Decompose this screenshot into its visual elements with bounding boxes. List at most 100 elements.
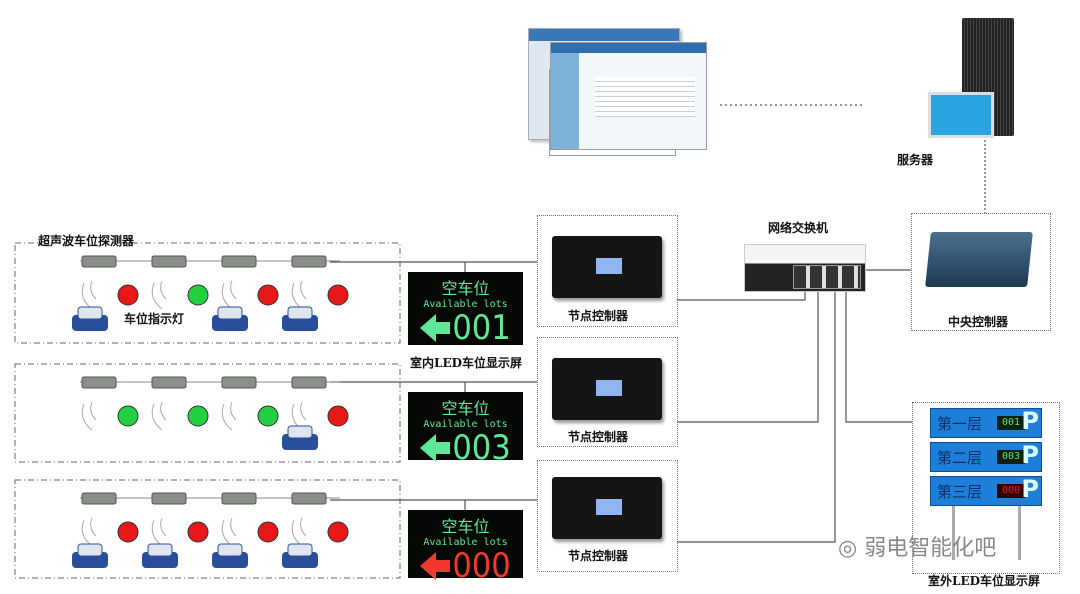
ultrasonic-detector-icon: [81, 376, 117, 389]
display-count: 001: [452, 308, 511, 348]
monitor-icon: [928, 92, 994, 138]
central-controller-label: 中央控制器: [948, 315, 1009, 329]
display-title: 空车位: [441, 517, 490, 536]
wechat-icon: ◎: [838, 536, 865, 561]
ultrasonic-wave-icon: [291, 517, 307, 547]
display-subtitle: Available lots: [423, 299, 508, 310]
indicator-light-red: [327, 284, 349, 306]
node-controller-label: 节点控制器: [568, 549, 629, 563]
outdoor-led-label: 室外LED车位显示屏: [928, 574, 1040, 588]
car-window: [217, 306, 243, 320]
car-window: [287, 306, 313, 320]
ultrasonic-detector-icon: [151, 492, 187, 505]
ultrasonic-wave-icon: [81, 517, 97, 547]
server-label: 服务器: [897, 153, 934, 167]
central-controller-box: [911, 213, 1051, 331]
ultrasonic-detector-icon: [221, 255, 257, 268]
indicator-light-red: [187, 521, 209, 543]
ultrasonic-detector-icon: [291, 255, 327, 268]
car-window: [77, 543, 103, 557]
parking-sign: P: [1021, 441, 1039, 469]
car-window: [77, 306, 103, 320]
software-window: [550, 42, 707, 150]
node-controller-label: 节点控制器: [568, 309, 629, 323]
outdoor-led-box: [912, 402, 1060, 574]
floor-label: 第二层: [937, 449, 983, 467]
indicator-light-green: [117, 405, 139, 427]
sign-post: [1018, 500, 1021, 560]
ultrasonic-wave-icon: [221, 401, 237, 431]
node-controller-label: 节点控制器: [568, 430, 629, 444]
arrow-left-icon: [420, 314, 437, 342]
indoor-led-display-2: 空车位 Available lots 003: [408, 392, 523, 466]
parking-sign: P: [1021, 407, 1039, 435]
parking-row-outline: [14, 242, 401, 344]
indicator-light-red: [327, 521, 349, 543]
node-controller-icon: [552, 358, 662, 420]
indoor-led-display-1: 空车位 Available lots 001: [408, 272, 523, 348]
display-count: 000: [452, 546, 511, 586]
parking-sign: P: [1021, 475, 1039, 503]
ultrasonic-detector-label: 超声波车位探测器: [38, 232, 135, 249]
arrow-left-icon: [420, 552, 437, 580]
indicator-light-red: [257, 284, 279, 306]
watermark-text: 弱电智能化吧: [864, 536, 997, 561]
ultrasonic-wave-icon: [81, 401, 97, 431]
indicator-light-red: [257, 521, 279, 543]
parking-row-outline: [14, 479, 401, 579]
display-subtitle: Available lots: [423, 537, 508, 548]
ultrasonic-wave-icon: [81, 280, 97, 310]
sign-post: [952, 500, 955, 560]
switch-label: 网络交换机: [768, 221, 829, 235]
display-subtitle: Available lots: [423, 419, 508, 430]
car-window: [147, 543, 173, 557]
ultrasonic-detector-icon: [291, 492, 327, 505]
indicator-light-green: [187, 405, 209, 427]
ultrasonic-detector-icon: [291, 376, 327, 389]
node-controller-box-2: [537, 337, 678, 447]
arrow-left-icon: [420, 434, 437, 462]
indicator-light-green: [257, 405, 279, 427]
indicator-light-red: [117, 521, 139, 543]
node-controller-icon: [552, 477, 662, 539]
ultrasonic-detector-icon: [221, 376, 257, 389]
floor-count: 001: [997, 416, 1025, 430]
ultrasonic-wave-icon: [151, 517, 167, 547]
ultrasonic-detector-icon: [81, 492, 117, 505]
car-window: [287, 543, 313, 557]
indicator-light-label: 车位指示灯: [124, 312, 185, 326]
ultrasonic-detector-icon: [151, 376, 187, 389]
indoor-led-label: 室内LED车位显示屏: [410, 356, 522, 370]
indicator-light-red: [327, 405, 349, 427]
car-window: [287, 425, 313, 439]
display-count: 003: [452, 428, 511, 468]
indoor-led-display-3: 空车位 Available lots 000: [408, 510, 523, 584]
node-controller-icon: [552, 236, 662, 298]
indicator-light-green: [187, 284, 209, 306]
ultrasonic-wave-icon: [151, 280, 167, 310]
display-title: 空车位: [441, 279, 490, 298]
floor-count: 000: [997, 484, 1025, 498]
floor-label: 第三层: [937, 483, 983, 501]
floor-label: 第一层: [937, 415, 983, 433]
watermark: ◎ 弱电智能化吧: [838, 530, 996, 562]
network-switch-icon: [744, 244, 866, 292]
floor-count: 003: [997, 450, 1025, 464]
parking-row-outline: [14, 363, 401, 463]
central-controller-icon: [925, 232, 1033, 287]
node-controller-box-3: [537, 460, 678, 572]
ultrasonic-wave-icon: [221, 280, 237, 310]
ultrasonic-wave-icon: [151, 401, 167, 431]
display-title: 空车位: [441, 399, 490, 418]
ultrasonic-detector-icon: [221, 492, 257, 505]
ultrasonic-wave-icon: [221, 517, 237, 547]
car-window: [217, 543, 243, 557]
node-controller-box-1: [537, 215, 678, 327]
indicator-light-red: [117, 284, 139, 306]
ultrasonic-wave-icon: [291, 280, 307, 310]
